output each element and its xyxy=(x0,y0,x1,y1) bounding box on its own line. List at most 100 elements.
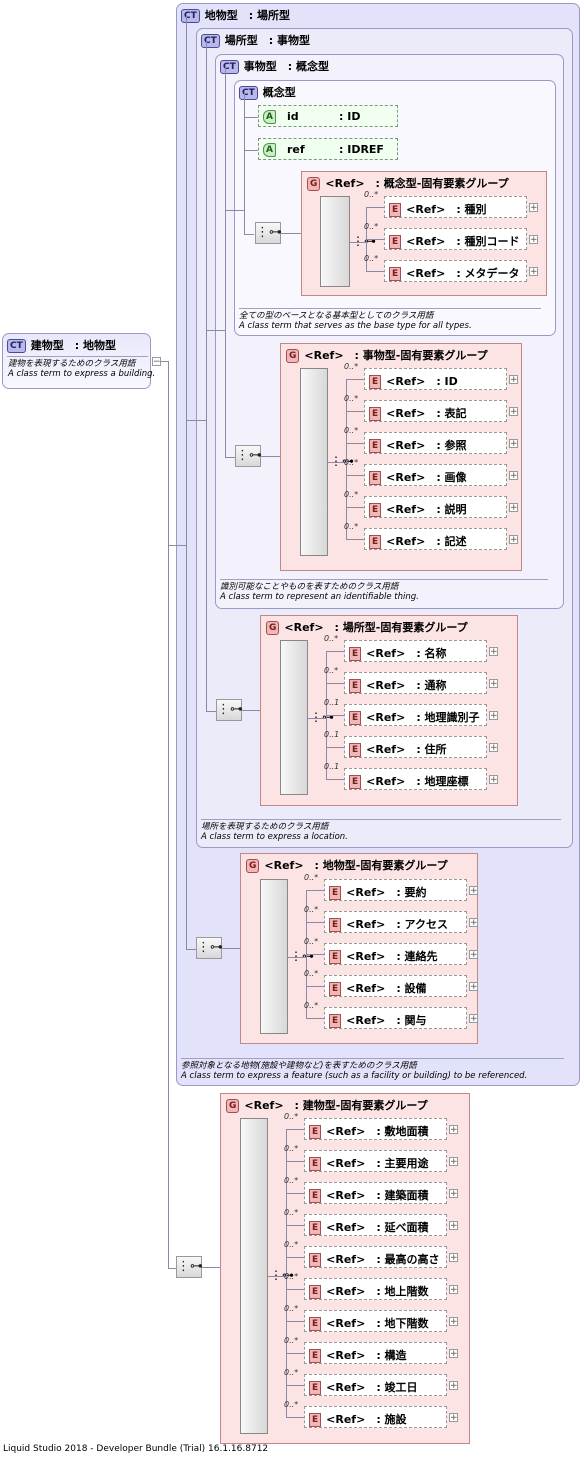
connector-line xyxy=(202,1267,220,1268)
thing-group-title: <Ref> : 事物型-固有要素グループ xyxy=(304,349,488,362)
building-sequence-icon[interactable]: ⋮⊶ xyxy=(176,1256,203,1278)
element-label: E<Ref> : 要約 xyxy=(329,884,427,900)
connector-line xyxy=(286,1129,304,1130)
concept-element[interactable]: E<Ref> : 種別コード xyxy=(384,228,527,250)
feature-element[interactable]: E<Ref> : 要約 xyxy=(324,879,467,901)
attribute-ref[interactable]: A ref : IDREF xyxy=(258,138,398,160)
expand-plus-icon[interactable]: + xyxy=(449,1189,458,1199)
feature-element[interactable]: E<Ref> : アクセス xyxy=(324,911,467,933)
element-name: : 竣工日 xyxy=(376,1381,418,1394)
element-label: E<Ref> : メタデータ xyxy=(389,265,520,281)
building-element[interactable]: E<Ref> : 主要用途 xyxy=(304,1150,447,1172)
place-element[interactable]: E<Ref> : 地理座標 xyxy=(344,768,487,790)
element-ref: <Ref> xyxy=(326,1221,377,1234)
feature-element[interactable]: E<Ref> : 関与 xyxy=(324,1007,467,1029)
expand-plus-icon[interactable]: + xyxy=(469,950,478,960)
feature-desc-en: A class term to express a feature (such … xyxy=(181,1071,528,1081)
expand-plus-icon[interactable]: + xyxy=(509,471,518,481)
place-element[interactable]: E<Ref> : 通称 xyxy=(344,672,487,694)
expand-plus-icon[interactable]: + xyxy=(449,1221,458,1231)
expand-plus-icon[interactable]: + xyxy=(469,886,478,896)
attribute-type: : IDREF xyxy=(339,143,384,156)
place-element[interactable]: E<Ref> : 名称 xyxy=(344,640,487,662)
building-element[interactable]: E<Ref> : 構造 xyxy=(304,1342,447,1364)
expand-plus-icon[interactable]: + xyxy=(509,439,518,449)
concept-element[interactable]: E<Ref> : メタデータ xyxy=(384,260,527,282)
element-name: : 説明 xyxy=(436,503,467,516)
connector-line xyxy=(346,475,364,476)
connector-line xyxy=(286,1129,287,1417)
expand-plus-icon[interactable]: + xyxy=(489,647,498,657)
feature-cardinality: 0..* xyxy=(304,937,319,946)
element-name: : 関与 xyxy=(396,1014,427,1027)
connector-line xyxy=(286,1161,304,1162)
root-collapse-button[interactable]: − xyxy=(152,357,161,367)
building-element[interactable]: E<Ref> : 地上階数 xyxy=(304,1278,447,1300)
thing-element[interactable]: E<Ref> : 画像 xyxy=(364,464,507,486)
place-type-title: 場所型 : 事物型 xyxy=(224,34,310,47)
expand-plus-icon[interactable]: + xyxy=(449,1317,458,1327)
expand-plus-icon[interactable]: + xyxy=(509,407,518,417)
building-element[interactable]: E<Ref> : 施設 xyxy=(304,1406,447,1428)
attribute-id[interactable]: A id : ID xyxy=(258,105,398,127)
feature-type-title: 地物型 : 場所型 xyxy=(204,9,290,22)
expand-plus-icon[interactable]: + xyxy=(449,1285,458,1295)
element-icon: E xyxy=(369,535,382,549)
building-element[interactable]: E<Ref> : 地下階数 xyxy=(304,1310,447,1332)
connector-line xyxy=(268,1276,286,1277)
expand-plus-icon[interactable]: + xyxy=(489,743,498,753)
expand-plus-icon[interactable]: + xyxy=(449,1253,458,1263)
element-icon: E xyxy=(349,679,362,693)
thing-element[interactable]: E<Ref> : ID xyxy=(364,368,507,390)
element-ref: <Ref> xyxy=(346,950,397,963)
expand-plus-icon[interactable]: + xyxy=(469,1014,478,1024)
expand-plus-icon[interactable]: + xyxy=(449,1157,458,1167)
concept-sequence-icon[interactable]: ⋮⊶ xyxy=(255,222,282,244)
building-element[interactable]: E<Ref> : 建築面積 xyxy=(304,1182,447,1204)
element-name: : 記述 xyxy=(436,535,467,548)
building-element[interactable]: E<Ref> : 竣工日 xyxy=(304,1374,447,1396)
place-sequence-icon[interactable]: ⋮⊶ xyxy=(216,699,243,721)
expand-plus-icon[interactable]: + xyxy=(449,1381,458,1391)
expand-plus-icon[interactable]: + xyxy=(449,1413,458,1423)
expand-plus-icon[interactable]: + xyxy=(489,711,498,721)
expand-plus-icon[interactable]: + xyxy=(449,1349,458,1359)
element-name: : 参照 xyxy=(436,439,467,452)
place-element[interactable]: E<Ref> : 地理識別子 xyxy=(344,704,487,726)
thing-element[interactable]: E<Ref> : 表記 xyxy=(364,400,507,422)
feature-element[interactable]: E<Ref> : 連絡先 xyxy=(324,943,467,965)
thing-element[interactable]: E<Ref> : 説明 xyxy=(364,496,507,518)
element-icon: E xyxy=(389,203,402,217)
expand-plus-icon[interactable]: + xyxy=(469,918,478,928)
expand-plus-icon[interactable]: + xyxy=(529,235,538,245)
building-element[interactable]: E<Ref> : 敷地面積 xyxy=(304,1118,447,1140)
expand-plus-icon[interactable]: + xyxy=(509,375,518,385)
thing-type-title: 事物型 : 概念型 xyxy=(243,60,329,73)
concept-cardinality: 0..* xyxy=(364,222,379,231)
feature-cardinality: 0..* xyxy=(304,873,319,882)
expand-plus-icon[interactable]: + xyxy=(449,1125,458,1135)
connector-line xyxy=(346,539,364,540)
thing-element[interactable]: E<Ref> : 記述 xyxy=(364,528,507,550)
building-element[interactable]: E<Ref> : 最高の高さ xyxy=(304,1246,447,1268)
thing-sequence-icon[interactable]: ⋮⊶ xyxy=(235,445,262,467)
element-icon: E xyxy=(329,950,342,964)
thing-element[interactable]: E<Ref> : 参照 xyxy=(364,432,507,454)
complex-type-icon: CT xyxy=(181,9,200,23)
expand-plus-icon[interactable]: + xyxy=(469,982,478,992)
concept-element[interactable]: E<Ref> : 種別 xyxy=(384,196,527,218)
element-icon: E xyxy=(369,375,382,389)
place-element[interactable]: E<Ref> : 住所 xyxy=(344,736,487,758)
expand-plus-icon[interactable]: + xyxy=(509,503,518,513)
expand-plus-icon[interactable]: + xyxy=(489,775,498,785)
expand-plus-icon[interactable]: + xyxy=(529,203,538,213)
feature-sequence-icon[interactable]: ⋮⊶ xyxy=(196,937,223,959)
expand-plus-icon[interactable]: + xyxy=(509,535,518,545)
expand-plus-icon[interactable]: + xyxy=(529,267,538,277)
building-element[interactable]: E<Ref> : 延べ面積 xyxy=(304,1214,447,1236)
feature-element[interactable]: E<Ref> : 設備 xyxy=(324,975,467,997)
expand-plus-icon[interactable]: + xyxy=(489,679,498,689)
element-ref: <Ref> xyxy=(406,267,457,280)
connector-line xyxy=(242,710,260,711)
